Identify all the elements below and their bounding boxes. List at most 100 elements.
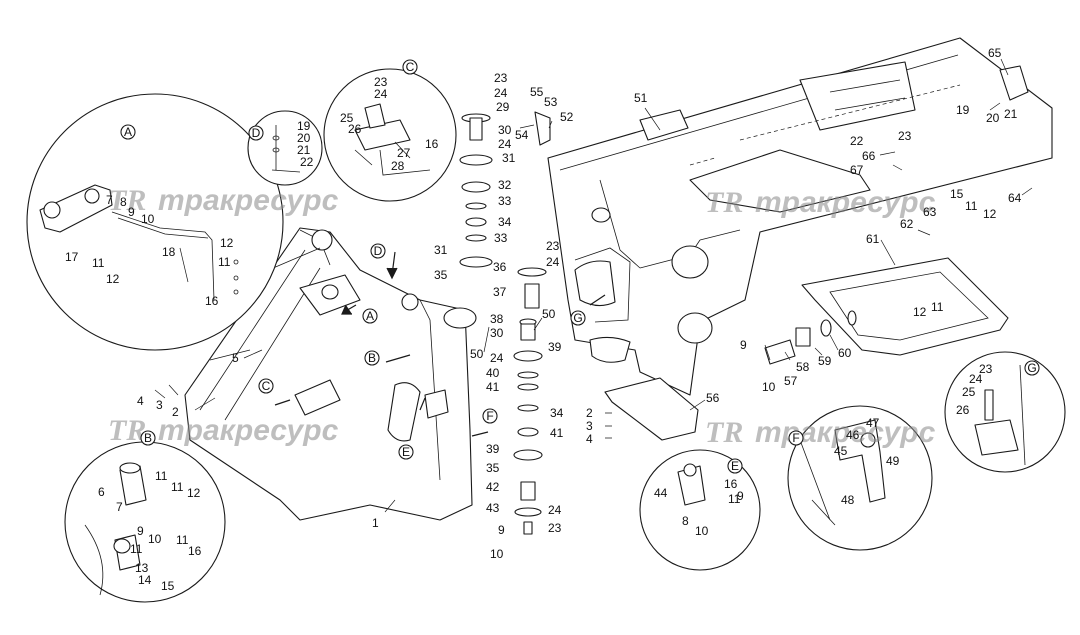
part-callout-f47: 47 (866, 416, 880, 430)
part-callout-g23: 23 (979, 362, 993, 376)
detail-letter: D (374, 244, 383, 258)
part-callout-cc16: 16 (425, 137, 439, 151)
part-callout-m41: 41 (486, 380, 500, 394)
watermark-logo: TR (705, 416, 743, 449)
detail-badge-f: F (788, 430, 804, 446)
part-callout-m31b: 31 (434, 243, 448, 257)
part-callout-s10: 10 (762, 380, 776, 394)
detail-badge-c: C (402, 59, 418, 75)
part-callout-m10: 10 (490, 547, 504, 561)
part-callout-a18: 18 (162, 245, 176, 259)
detail-letter: E (731, 459, 739, 473)
part-callout-m35: 35 (434, 268, 448, 282)
part-callout-c4a: 4 (137, 394, 144, 408)
part-callout-d20: 20 (297, 131, 311, 145)
part-callout-f45: 45 (834, 444, 848, 458)
plate-56 (604, 377, 699, 441)
part-callout-p52: 52 (560, 110, 574, 124)
leader-lines (154, 58, 1033, 513)
support-frame-61 (801, 257, 1009, 356)
detail-arrows (274, 251, 606, 437)
part-callout-r66: 66 (862, 149, 876, 163)
part-callout-b12: 12 (187, 486, 201, 500)
detail-letter: B (144, 431, 152, 445)
arrow-label-b: B (364, 350, 380, 366)
detail-c-parts (354, 103, 431, 176)
part-callout-s2: 2 (586, 406, 593, 420)
part-callout-m30: 30 (498, 123, 512, 137)
watermark-text: тракресурс (158, 184, 339, 217)
part-callout-s60: 60 (838, 346, 852, 360)
part-callout-m40: 40 (486, 366, 500, 380)
part-callout-cc26: 26 (348, 122, 362, 136)
arrow-label-c: C (258, 378, 274, 394)
part-callout-cc24: 24 (374, 87, 388, 101)
part-callout-f49: 49 (886, 454, 900, 468)
part-callout-m38: 38 (490, 312, 504, 326)
part-callout-s59: 59 (818, 354, 832, 368)
part-callout-m24b: 24 (498, 137, 512, 151)
part-callout-s4: 4 (586, 432, 593, 446)
part-callout-m34b: 34 (550, 406, 564, 420)
detail-letter: A (366, 309, 374, 323)
part-callout-m23b: 23 (546, 239, 560, 253)
part-callout-e9: 9 (737, 489, 744, 503)
part-callout-c2a: 2 (172, 405, 179, 419)
detail-letter: C (262, 379, 271, 393)
detail-badge-e: E (727, 458, 743, 474)
watermark-text: тракресурс (755, 186, 936, 219)
watermark-4: TR тракресурс (705, 416, 936, 449)
part-callout-m39: 39 (548, 340, 562, 354)
part-callout-b14: 14 (138, 573, 152, 587)
part-callout-r11: 11 (965, 199, 978, 213)
arrow-label-e: E (398, 444, 414, 460)
part-callout-e44: 44 (654, 486, 668, 500)
part-callout-m9: 9 (498, 523, 505, 537)
watermark-logo: TR (108, 184, 146, 217)
rear-frame (547, 37, 1053, 396)
part-callout-s57: 57 (784, 374, 798, 388)
watermark-text: тракресурс (158, 414, 339, 447)
part-callout-m50b: 50 (470, 347, 484, 361)
part-callout-r61: 61 (866, 232, 880, 246)
detail-f-parts (799, 419, 886, 526)
detail-letter: B (368, 351, 376, 365)
hinge-stack (459, 111, 551, 535)
part-callout-r64: 64 (1008, 191, 1022, 205)
part-callout-s3: 3 (586, 419, 593, 433)
part-callout-b6: 6 (98, 485, 105, 499)
part-callout-f46: 46 (846, 428, 860, 442)
detail-g-parts (974, 364, 1026, 466)
arrow-label-a: A (362, 308, 378, 324)
part-callout-m42: 42 (486, 480, 500, 494)
pin-assembly (764, 310, 857, 365)
detail-e-parts (677, 463, 706, 506)
part-callout-m24: 24 (494, 86, 508, 100)
arrow-label-f: F (482, 408, 498, 424)
part-callout-cc28: 28 (391, 159, 405, 173)
part-callout-r12: 12 (983, 207, 997, 221)
part-callout-m33: 33 (498, 194, 512, 208)
watermark-text: тракресурс (755, 416, 936, 449)
part-callout-m43: 43 (486, 501, 500, 515)
part-callout-e11: 11 (728, 492, 741, 506)
part-callout-a7: 7 (106, 193, 113, 207)
part-callout-c5: 5 (232, 351, 239, 365)
detail-badge-d: D (248, 125, 264, 141)
part-callout-d19: 19 (297, 119, 311, 133)
detail-letter: E (402, 445, 410, 459)
part-callout-r23: 23 (898, 129, 912, 143)
part-callout-s9: 9 (740, 338, 747, 352)
part-callout-p55: 55 (530, 85, 544, 99)
detail-circle-d (247, 110, 323, 186)
part-callout-r11b: 11 (931, 300, 944, 314)
part-callout-m41b: 41 (550, 426, 564, 440)
part-callout-b15: 15 (161, 579, 175, 593)
detail-d-parts (271, 125, 301, 173)
part-callout-m50: 50 (542, 307, 556, 321)
part-callout-m36: 36 (493, 260, 507, 274)
part-callout-m24e: 24 (548, 503, 562, 517)
